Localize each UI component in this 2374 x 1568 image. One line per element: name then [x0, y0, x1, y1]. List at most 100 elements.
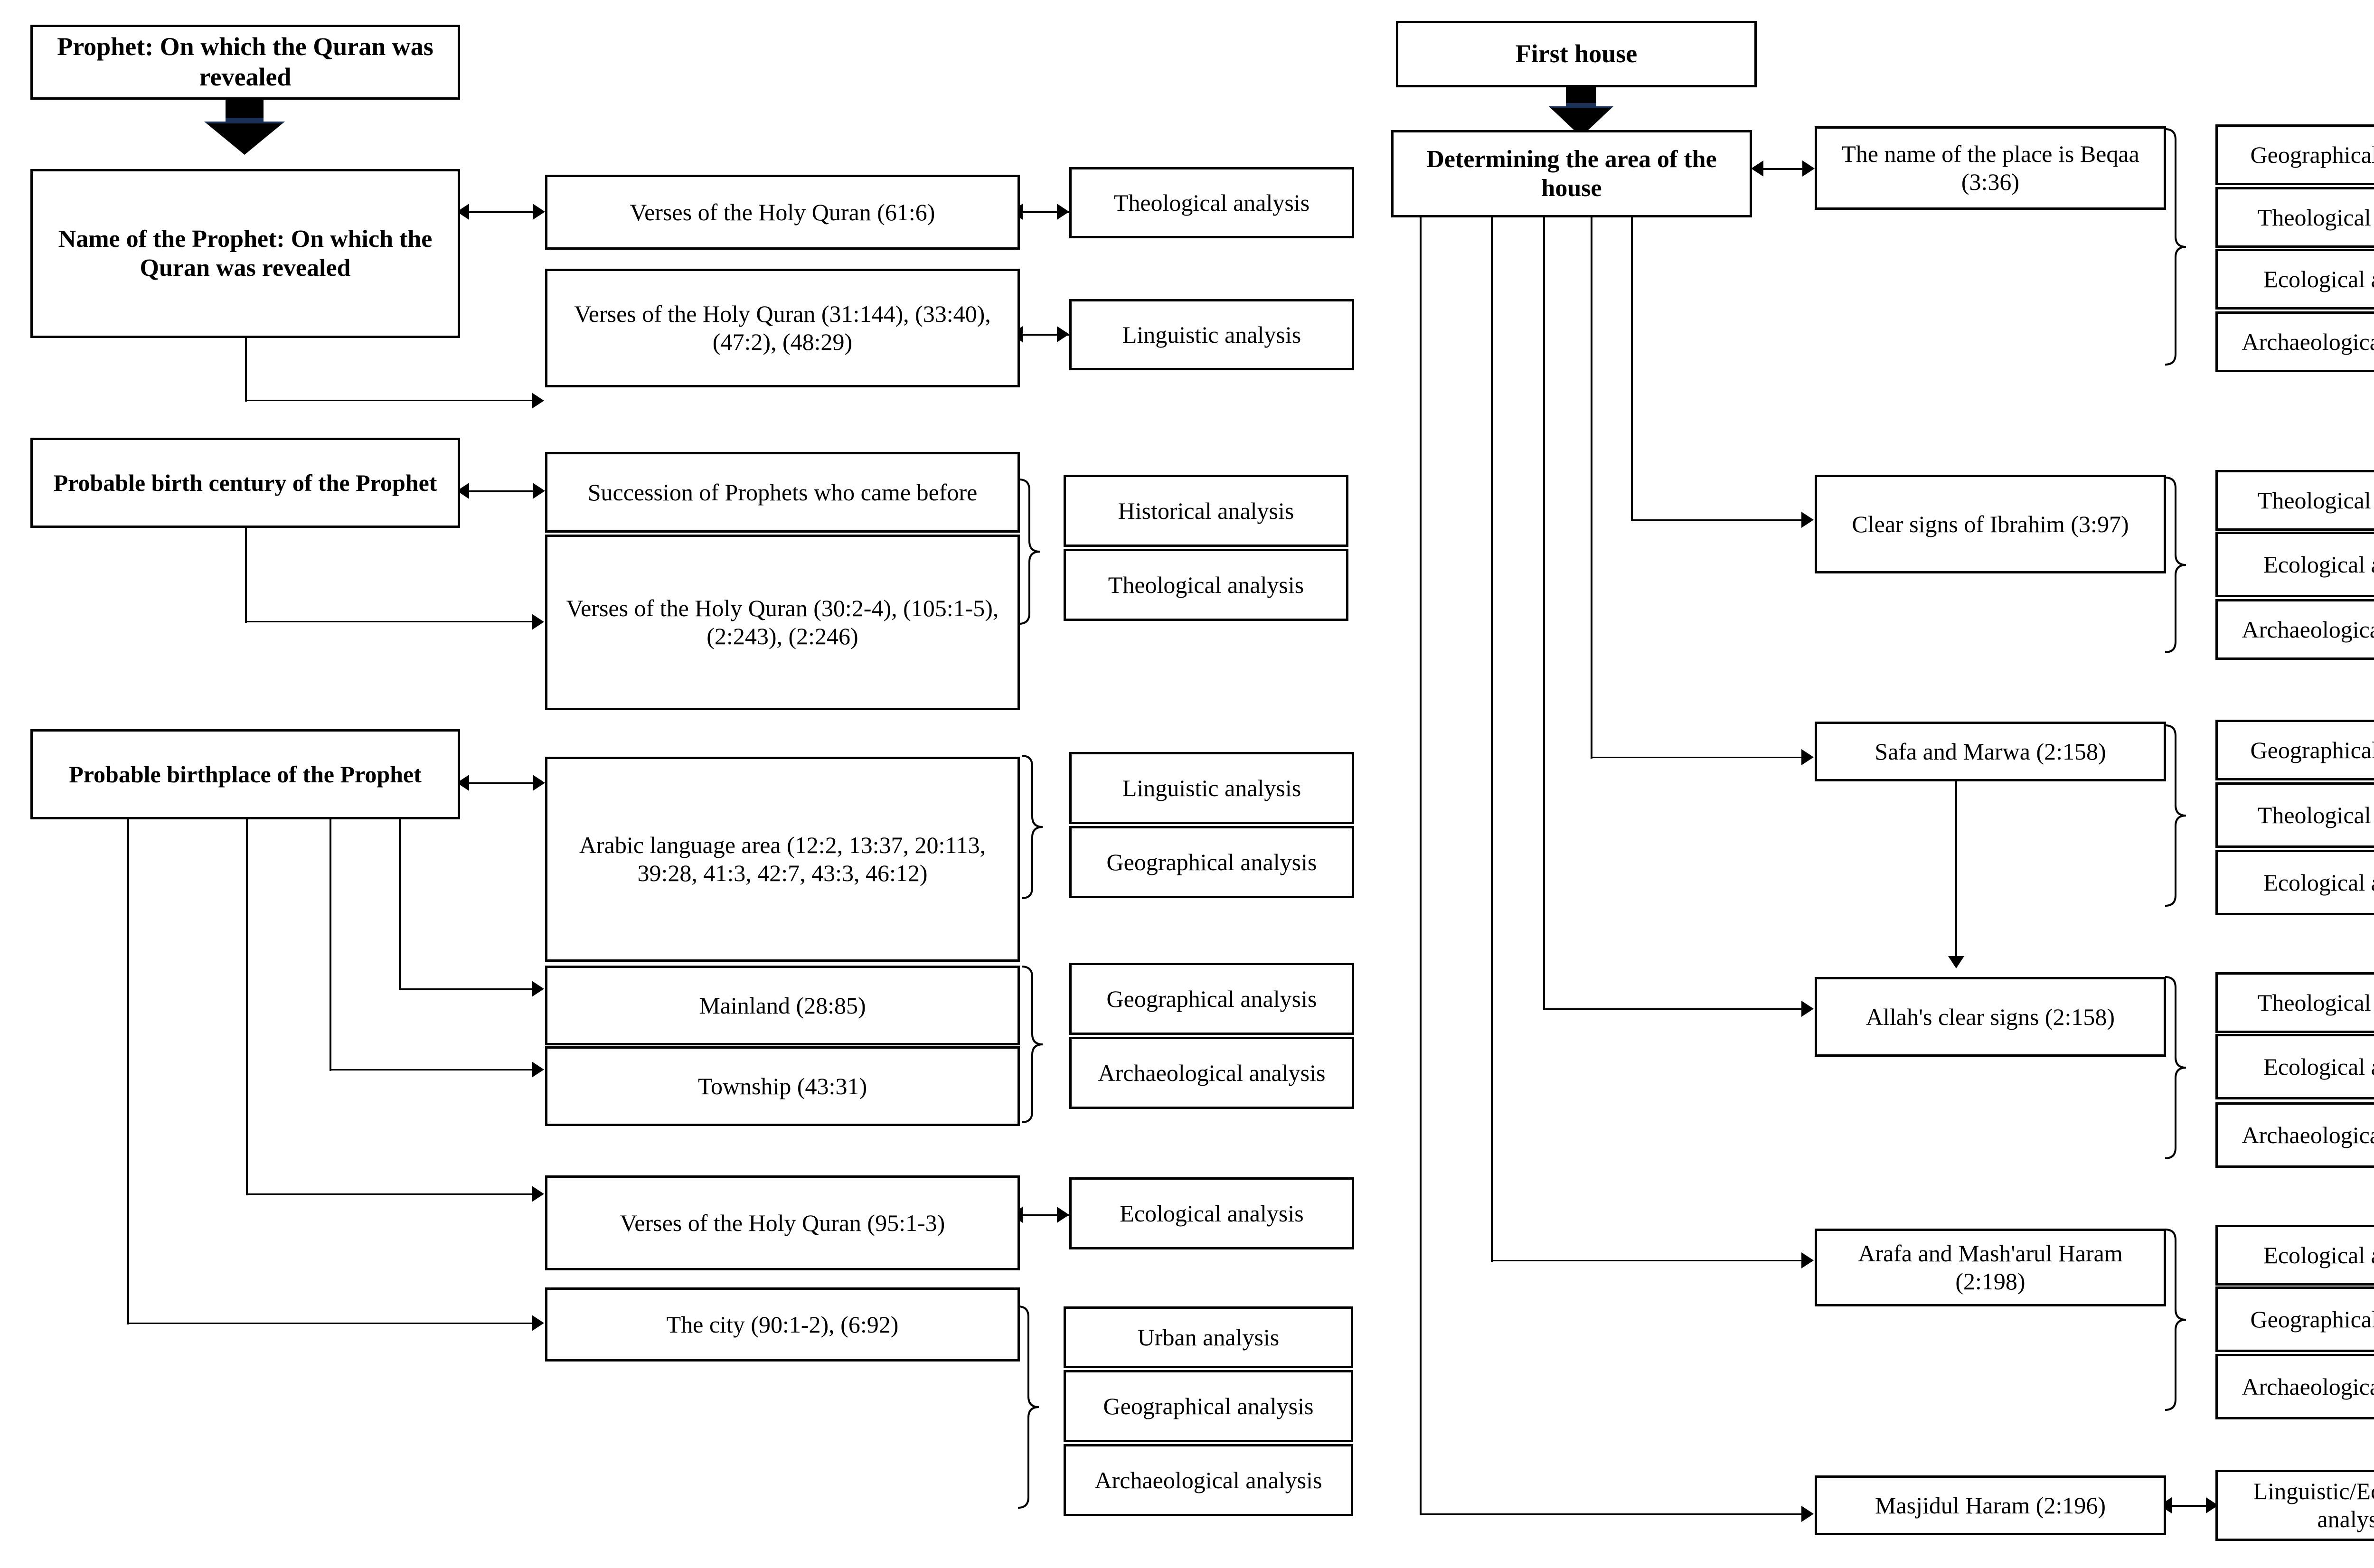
right-analysis-label-12: Ecological analysis: [2263, 1053, 2374, 1080]
right-analysis-box-7: Archaeological analysis: [2215, 599, 2374, 660]
left-topic-birth-century-box: Probable birth century of the Prophet: [30, 438, 460, 528]
left-analysis-label-5: Linguistic analysis: [1122, 774, 1301, 801]
left-evidence-label-7: Township (43:31): [697, 1072, 867, 1099]
left-analysis-label-2: Linguistic analysis: [1122, 321, 1301, 348]
left-analysis-label-12: Archaeological analysis: [1094, 1466, 1322, 1493]
right-evidence-box-5: Arafa and Mash'arul Haram (2:198): [1815, 1229, 2166, 1306]
right-analysis-label-15: Geographical analysis: [2250, 1305, 2374, 1333]
left-analysis-label-6: Geographical analysis: [1106, 848, 1317, 875]
connector-century-to-e4-horz: [245, 621, 535, 622]
connector-rhead-v3: [1543, 217, 1545, 1010]
right-root-label: First house: [1515, 39, 1638, 68]
left-evidence-box-3: Succession of Prophets who came before: [545, 452, 1020, 533]
connector-birthplace-to-e6: [399, 988, 535, 990]
connector-rhead-to-r4: [1543, 1008, 1804, 1010]
arrow-r3-to-r4: [1948, 956, 1964, 968]
right-analysis-label-13: Archaeological analysis: [2242, 1121, 2374, 1148]
left-analysis-box-5: Linguistic analysis: [1069, 752, 1354, 824]
left-evidence-box-7: Township (43:31): [545, 1046, 1020, 1126]
brace-e3-e4-to-analysis: [1018, 479, 1040, 625]
left-evidence-label-2: Verses of the Holy Quran (31:144), (33:4…: [574, 300, 991, 355]
right-evidence-label-3: Safa and Marwa (2:158): [1875, 738, 2106, 765]
left-analysis-box-1: Theological analysis: [1069, 167, 1354, 238]
connector-head-to-e2-horz: [245, 400, 535, 401]
left-evidence-label-6: Mainland (28:85): [699, 992, 866, 1019]
right-analysis-label-2: Theological analysis: [2257, 204, 2374, 231]
arrow-rhead-to-r6: [1801, 1506, 1814, 1522]
arrow-birthplace-to-e5-right: [533, 775, 545, 791]
arrow-birthplace-to-e6: [532, 981, 544, 997]
right-evidence-label-1: The name of the place is Beqaa (3:36): [1841, 141, 2139, 195]
connector-century-to-e3: [469, 490, 536, 492]
left-analysis-box-9: Ecological analysis: [1069, 1177, 1354, 1249]
left-evidence-label-3: Succession of Prophets who came before: [587, 479, 978, 506]
arrow-e1-to-a1-right: [1057, 204, 1069, 220]
brace-e6-e7-to-analysis: [1021, 966, 1043, 1123]
left-evidence-label-4: Verses of the Holy Quran (30:2-4), (105:…: [566, 595, 999, 649]
left-analysis-label-8: Archaeological analysis: [1098, 1059, 1326, 1086]
brace-r4-to-analysis: [2165, 976, 2186, 1159]
right-analysis-box-11: Theological analysis: [2215, 972, 2374, 1033]
connector-birthplace-v1: [399, 819, 401, 990]
left-topic-birthplace-box: Probable birthplace of the Prophet: [30, 729, 460, 819]
left-analysis-box-12: Archaeological analysis: [1064, 1444, 1353, 1516]
right-analysis-label-11: Theological analysis: [2257, 989, 2374, 1016]
arrow-rhead-to-r4: [1801, 1001, 1814, 1017]
brace-e5-to-analysis: [1021, 755, 1043, 899]
connector-birthplace-to-e9: [127, 1323, 535, 1324]
left-evidence-label-8: Verses of the Holy Quran (95:1-3): [620, 1209, 945, 1236]
arrow-century-to-e3-right: [533, 483, 545, 499]
right-analysis-box-5: Theological analysis: [2215, 470, 2374, 531]
left-evidence-label-1: Verses of the Holy Quran (61:6): [630, 198, 935, 225]
right-evidence-box-3: Safa and Marwa (2:158): [1815, 722, 2166, 781]
brace-e9-to-analysis: [1017, 1305, 1039, 1509]
left-head-label: Name of the Prophet: On which the Quran …: [58, 225, 433, 282]
connector-rhead-to-r5: [1491, 1260, 1804, 1261]
left-root-label: Prophet: On which the Quran was revealed: [57, 32, 433, 91]
connector-rhead-v2: [1591, 217, 1592, 759]
arrow-rhead-to-r2: [1801, 512, 1814, 528]
right-analysis-label-3: Ecological analysis: [2263, 265, 2374, 292]
left-evidence-label-9: The city (90:1-2), (6:92): [666, 1311, 899, 1338]
brace-r1-to-analysis: [2165, 128, 2186, 366]
left-evidence-box-8: Verses of the Holy Quran (95:1-3): [545, 1175, 1020, 1270]
arrow-birthplace-to-e8: [532, 1186, 544, 1202]
connector-rhead-v5: [1420, 217, 1422, 1515]
right-analysis-box-14: Ecological analysis: [2215, 1225, 2374, 1286]
left-analysis-label-7: Geographical analysis: [1106, 985, 1317, 1012]
right-analysis-box-13: Archaeological analysis: [2215, 1102, 2374, 1168]
connector-birthplace-v3: [246, 819, 248, 1195]
arrow-birthplace-to-e9: [532, 1315, 544, 1331]
brace-r3-to-analysis: [2165, 724, 2186, 907]
left-topic-birthplace-label: Probable birthplace of the Prophet: [69, 761, 422, 788]
left-analysis-label-4: Theological analysis: [1108, 571, 1304, 598]
connector-century-to-e4-vert: [245, 528, 247, 623]
connector-r3-to-r4-vert: [1955, 781, 1957, 957]
arrow-rhead-to-r5: [1801, 1252, 1814, 1268]
connector-e8-to-a9: [1022, 1214, 1069, 1216]
left-evidence-box-2: Verses of the Holy Quran (31:144), (33:4…: [545, 269, 1020, 387]
left-evidence-box-5: Arabic language area (12:2, 13:37, 20:11…: [545, 757, 1020, 962]
right-analysis-box-16: Archaeological analysis: [2215, 1354, 2374, 1419]
arrow-rhead-to-r3: [1801, 749, 1814, 765]
connector-rhead-to-r3: [1591, 757, 1804, 758]
right-evidence-label-6: Masjidul Haram (2:196): [1875, 1492, 2106, 1519]
connector-head-to-e1: [469, 211, 536, 213]
connector-rhead-to-r6: [1420, 1513, 1804, 1515]
right-root-block-arrow-icon: [1538, 86, 1624, 138]
right-analysis-box-6: Ecological analysis: [2215, 532, 2374, 597]
arrow-rhead-to-r1-left: [1751, 160, 1763, 177]
arrow-head-to-e1-right: [533, 204, 545, 220]
right-analysis-label-5: Theological analysis: [2257, 487, 2374, 514]
left-evidence-box-4: Verses of the Holy Quran (30:2-4), (105:…: [545, 535, 1020, 710]
left-root-block-arrow-icon: [190, 99, 299, 156]
right-analysis-label-4: Archaeological analysis: [2242, 328, 2374, 355]
right-analysis-label-7: Archaeological analysis: [2242, 616, 2374, 643]
right-analysis-box-1: Geographical analysis: [2215, 124, 2374, 185]
left-head-box: Name of the Prophet: On which the Quran …: [30, 169, 460, 338]
left-evidence-label-5: Arabic language area (12:2, 13:37, 20:11…: [579, 832, 986, 886]
connector-head-to-e2-vert: [245, 338, 247, 402]
left-analysis-box-3: Historical analysis: [1064, 475, 1348, 547]
right-analysis-box-2: Theological analysis: [2215, 187, 2374, 248]
